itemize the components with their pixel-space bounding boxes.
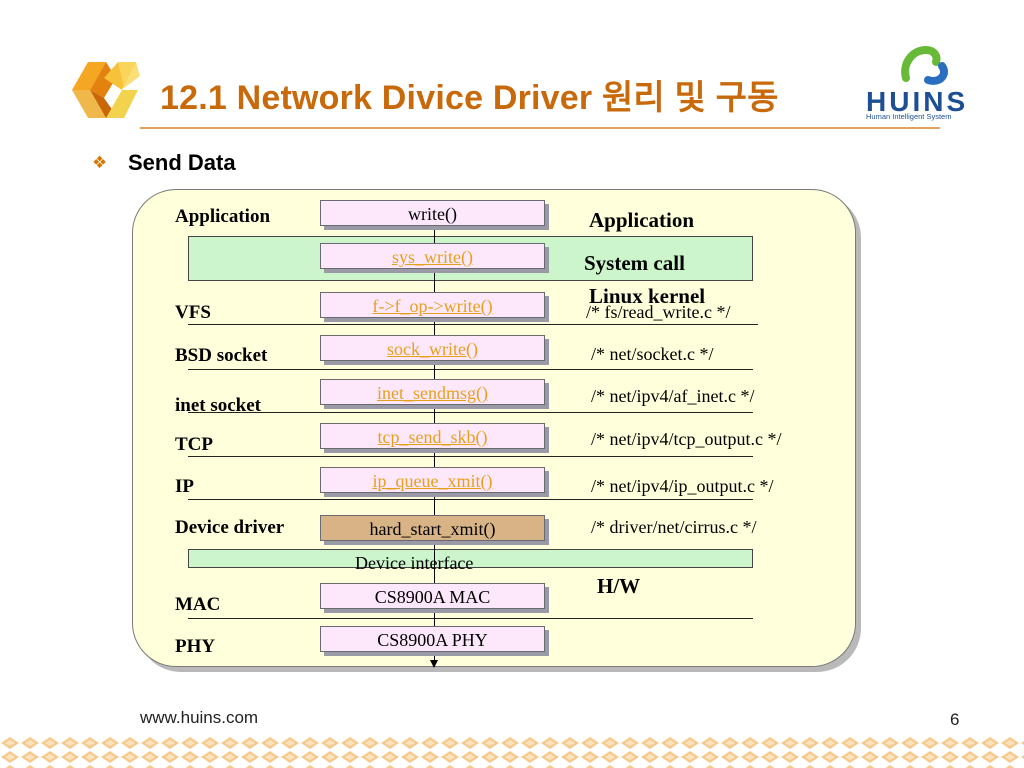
function-box-cs8900a-mac: CS8900A MAC bbox=[320, 583, 545, 609]
layer-divider bbox=[188, 618, 753, 619]
function-box-inet-sendmsg[interactable]: inet_sendmsg() bbox=[320, 379, 545, 405]
layer-divider bbox=[188, 324, 758, 325]
title-divider bbox=[140, 127, 940, 129]
header-linux-kernel: Linux kernel bbox=[589, 284, 706, 308]
function-box-f-op-write[interactable]: f->f_op->write() bbox=[320, 292, 545, 318]
brand-tagline: Human Intelligent System bbox=[866, 112, 952, 121]
layer-label-ip: IP bbox=[175, 476, 194, 497]
section-title: Send Data bbox=[128, 150, 236, 175]
layer-label-application: Application bbox=[175, 206, 271, 227]
layer-label-vfs: VFS bbox=[175, 302, 211, 323]
source-file-comment: /* net/socket.c */ bbox=[591, 344, 714, 364]
source-file-comment: /* net/ipv4/ip_output.c */ bbox=[591, 476, 774, 496]
header-system-call: System call bbox=[584, 251, 685, 275]
layer-label-tcp: TCP bbox=[175, 434, 213, 455]
function-box-cs8900a-phy: CS8900A PHY bbox=[320, 626, 545, 652]
layer-label-phy: PHY bbox=[175, 636, 216, 657]
header-application: Application bbox=[589, 208, 695, 232]
source-file-comment: /* net/ipv4/af_inet.c */ bbox=[591, 386, 755, 406]
layer-divider bbox=[188, 412, 753, 413]
source-file-comment: /* fs/read_write.c */ bbox=[586, 302, 731, 322]
function-box-sys-write[interactable]: sys_write() bbox=[320, 243, 545, 269]
layer-divider bbox=[188, 499, 753, 500]
diamond-bullet-icon: ❖ bbox=[92, 153, 108, 173]
huins-swirl-logo-icon bbox=[901, 45, 948, 85]
page-title: 12.1 Network Divice Driver 원리 및 구동 bbox=[160, 79, 779, 117]
layer-divider bbox=[188, 456, 753, 457]
device-interface-label: Device interface bbox=[355, 553, 474, 573]
layer-label-mac: MAC bbox=[175, 594, 221, 615]
layer-divider bbox=[188, 369, 753, 370]
layer-label-inet-socket: inet socket bbox=[175, 395, 262, 416]
down-arrow-icon bbox=[430, 660, 438, 668]
function-box-sock-write[interactable]: sock_write() bbox=[320, 335, 545, 361]
header-hw: H/W bbox=[597, 574, 641, 598]
function-box-hard-start-xmit: hard_start_xmit() bbox=[320, 515, 545, 541]
layer-label-device-driver: Device driver bbox=[175, 517, 285, 538]
function-box-write: write() bbox=[320, 200, 545, 226]
footer-diamond-pattern bbox=[0, 736, 1024, 768]
brand-name: HUINS bbox=[866, 86, 969, 117]
cube-logo-icon bbox=[72, 62, 140, 118]
source-file-comment: /* driver/net/cirrus.c */ bbox=[591, 517, 757, 537]
function-box-ip-queue-xmit[interactable]: ip_queue_xmit() bbox=[320, 467, 545, 493]
page-number: 6 bbox=[950, 710, 960, 729]
footer-url[interactable]: www.huins.com bbox=[140, 708, 259, 727]
function-box-tcp-send-skb[interactable]: tcp_send_skb() bbox=[320, 423, 545, 449]
layer-label-bsd-socket: BSD socket bbox=[175, 345, 268, 366]
device-interface-band bbox=[188, 549, 753, 568]
source-file-comment: /* net/ipv4/tcp_output.c */ bbox=[591, 429, 782, 449]
